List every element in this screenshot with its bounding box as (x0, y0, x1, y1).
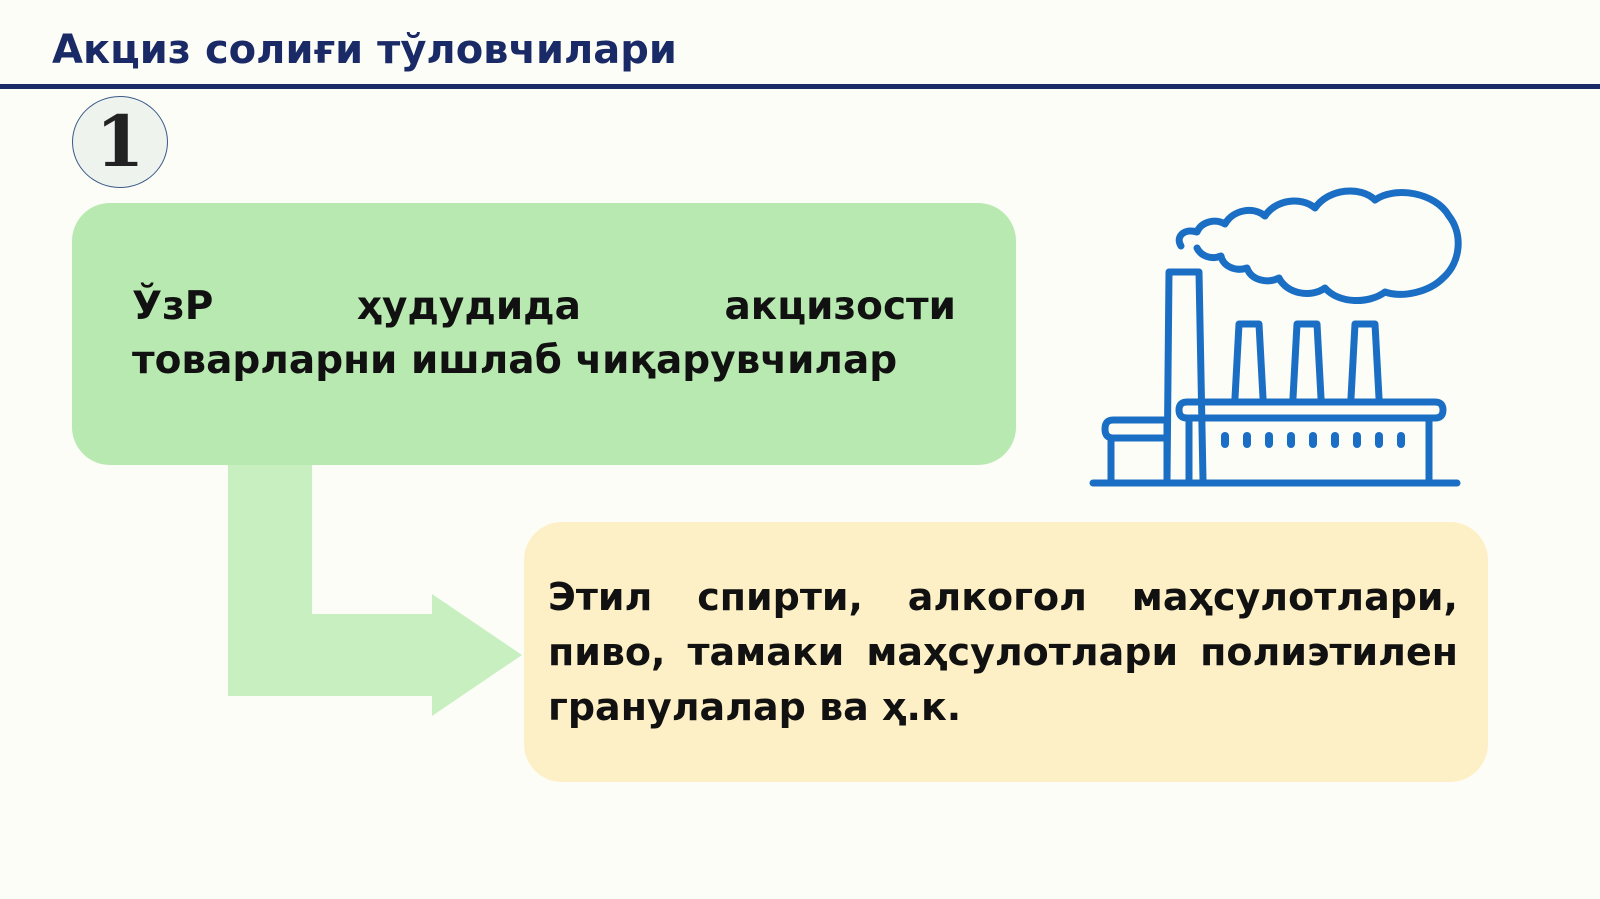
factory-icon (1089, 187, 1462, 487)
windows (1221, 432, 1405, 448)
main-building-roof (1175, 398, 1447, 422)
step-number-badge: 1 (72, 96, 168, 188)
small-chimney-3 (1347, 320, 1383, 402)
title-divider (0, 84, 1600, 89)
producers-box: ЎзР ҳудудида акцизости товарларни ишлаб … (72, 203, 1016, 465)
tall-chimney (1163, 268, 1207, 484)
side-building (1107, 434, 1171, 484)
slide-title: Акциз солиғи тўловчилари (52, 27, 677, 73)
main-building (1185, 414, 1433, 484)
side-building-roof (1101, 416, 1171, 442)
goods-box: Этил спирти, алкогол маҳсулотлари, пиво,… (524, 522, 1488, 782)
producers-text: ЎзР ҳудудида акцизости товарларни ишлаб … (132, 284, 956, 383)
small-chimney-1 (1231, 320, 1267, 402)
smoke-cloud (1175, 187, 1462, 305)
elbow-arrow-shape (228, 462, 522, 716)
small-chimney-2 (1289, 320, 1325, 402)
goods-text: Этил спирти, алкогол маҳсулотлари, пиво,… (548, 574, 1458, 729)
